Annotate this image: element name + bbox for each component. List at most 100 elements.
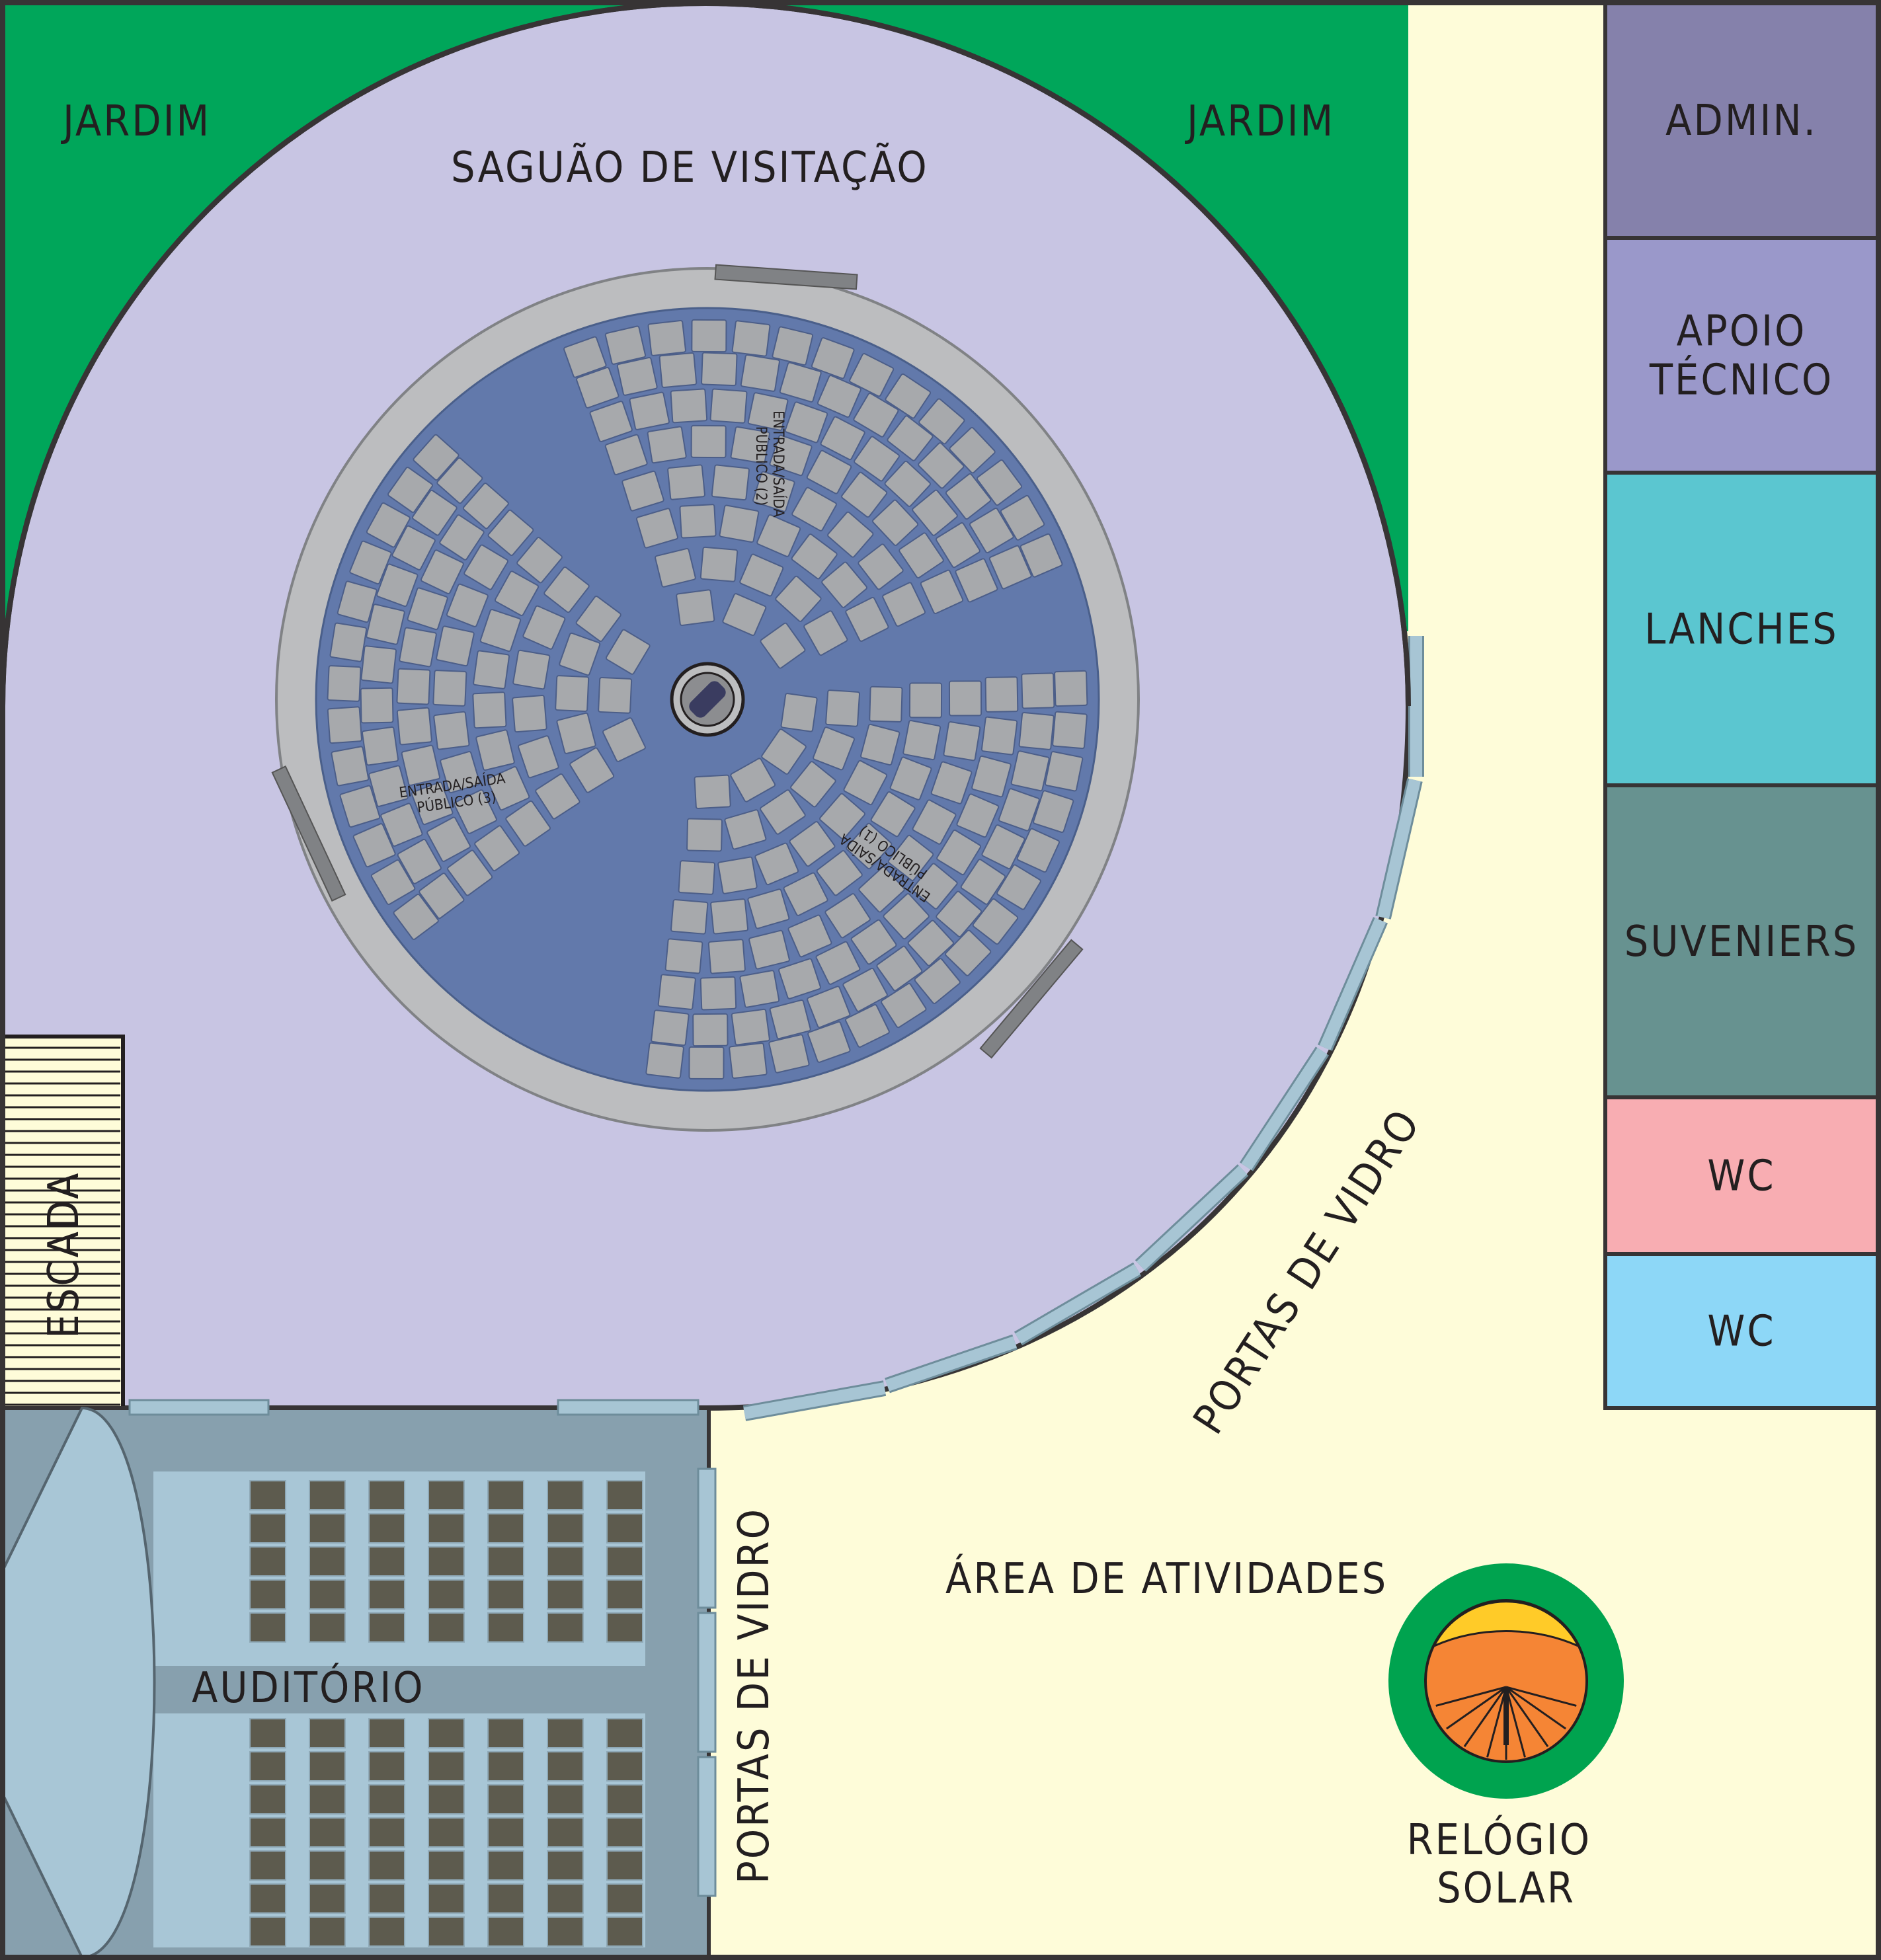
dome-seat: [730, 758, 776, 803]
auditorium-seat: [487, 1751, 524, 1782]
dome-seat: [884, 460, 931, 507]
dome-seat: [956, 793, 1000, 838]
dome-seat: [370, 859, 416, 906]
planetarium-dome[interactable]: ENTRADA/SAÍDA PÚBLICO (3) ENTRADA/SAÍDA …: [271, 264, 1140, 1132]
dome-door-left[interactable]: [271, 765, 346, 902]
auditorium-seat: [368, 1612, 405, 1643]
curved-glass-doors[interactable]: [742, 636, 1424, 1421]
auditorium-seat: [606, 1784, 643, 1815]
auditorium-seat: [547, 1718, 584, 1748]
auditorium-screen: [1, 1406, 156, 1959]
auditorium-seat: [487, 1784, 524, 1815]
curved-glass-door[interactable]: [1015, 1264, 1141, 1344]
auditorium[interactable]: AUDITÓRIO: [1, 1406, 711, 1959]
stairs[interactable]: ESCADA: [1, 1035, 125, 1410]
auditorium-seat: [309, 1850, 346, 1881]
auditorium-seat: [249, 1612, 286, 1643]
curved-glass-door[interactable]: [743, 1382, 886, 1419]
auditorium-seat: [428, 1480, 465, 1510]
dome-seat: [518, 735, 559, 779]
dome-seat: [360, 687, 394, 724]
auditorium-seat: [606, 1612, 643, 1643]
auditorium-seat: [309, 1579, 346, 1610]
sundial[interactable]: [1388, 1563, 1624, 1799]
dome-seat: [522, 605, 566, 650]
dome-seat: [747, 392, 789, 431]
dome-seat: [756, 514, 801, 557]
auditorium-glass-door-1[interactable]: [697, 1468, 717, 1609]
dome-seat: [512, 694, 547, 733]
auditorium-seat: [249, 1850, 286, 1881]
dome-seat: [807, 1021, 851, 1063]
dome-seat: [556, 712, 596, 754]
dome-seat: [605, 629, 651, 675]
dome-seat: [949, 427, 996, 474]
auditorium-glass-door-3[interactable]: [697, 1756, 717, 1897]
dome-seat: [813, 726, 855, 771]
dome-seat: [747, 888, 790, 929]
dome-seat: [447, 849, 493, 896]
dome-seat: [655, 547, 696, 588]
dome-seat: [789, 821, 836, 867]
hall-glass-door-left[interactable]: [128, 1399, 270, 1416]
dome-seat: [700, 976, 737, 1011]
dome-seat: [724, 809, 767, 850]
dome-seat: [885, 373, 932, 419]
dome-seat: [876, 945, 923, 992]
auditorium-seat: [368, 1751, 405, 1782]
room-snacks[interactable]: LANCHES: [1603, 471, 1880, 787]
auditorium-seat: [547, 1916, 584, 1947]
sundial-hour-line: [1446, 1686, 1507, 1730]
dome-seat: [820, 416, 865, 461]
dome-seat: [433, 711, 470, 750]
auditorium-seat: [428, 1513, 465, 1544]
dome-seat: [860, 723, 900, 766]
room-souvenirs[interactable]: SUVENIERS: [1603, 783, 1880, 1099]
auditorium-seat: [428, 1546, 465, 1577]
auditorium-seat: [547, 1883, 584, 1914]
dome-seat: [360, 645, 397, 684]
curved-glass-door[interactable]: [1319, 918, 1386, 1050]
dome-seat: [555, 675, 590, 712]
dome-seat: [397, 838, 442, 884]
dome-door-right[interactable]: [979, 939, 1084, 1059]
hall-glass-door-right[interactable]: [557, 1399, 700, 1416]
room-admin[interactable]: ADMIN.: [1603, 1, 1880, 240]
curved-glass-door[interactable]: [885, 1336, 1017, 1392]
dome-seat: [337, 580, 378, 623]
curved-glass-door[interactable]: [1241, 1048, 1328, 1170]
dome-seat: [748, 929, 790, 970]
curved-glass-door[interactable]: [1136, 1165, 1248, 1271]
room-wc-1-label: WC: [1707, 1152, 1775, 1201]
dome-seat: [887, 834, 934, 881]
dome-seat: [710, 898, 749, 935]
curved-glass-door[interactable]: [1377, 778, 1421, 920]
auditorium-seat: [368, 1916, 405, 1947]
dome-seat: [543, 567, 590, 613]
dome-seat: [707, 939, 746, 974]
room-souvenirs-label: SUVENIERS: [1624, 918, 1859, 966]
dome-seat: [821, 561, 867, 608]
auditorium-seat: [368, 1850, 405, 1881]
dome-seat: [462, 483, 509, 529]
dome-seat: [629, 391, 670, 430]
room-wc-1[interactable]: WC: [1603, 1095, 1880, 1256]
dome-door-top[interactable]: [714, 264, 858, 290]
dome-seat: [1000, 494, 1045, 541]
dome-seat: [936, 829, 981, 876]
dome-seat: [327, 665, 362, 702]
auditorium-glass-door-2[interactable]: [697, 1612, 717, 1753]
dome-seat: [918, 398, 965, 445]
dome-seat: [811, 337, 855, 379]
dome-seat: [368, 765, 409, 807]
dome-seat: [791, 487, 837, 531]
auditorium-seat: [606, 1718, 643, 1748]
auditorium-seat: [428, 1718, 465, 1748]
dome-seat: [920, 569, 964, 615]
dome-seat: [361, 726, 399, 766]
dome-seat: [889, 756, 932, 801]
room-wc-2[interactable]: WC: [1603, 1252, 1880, 1410]
